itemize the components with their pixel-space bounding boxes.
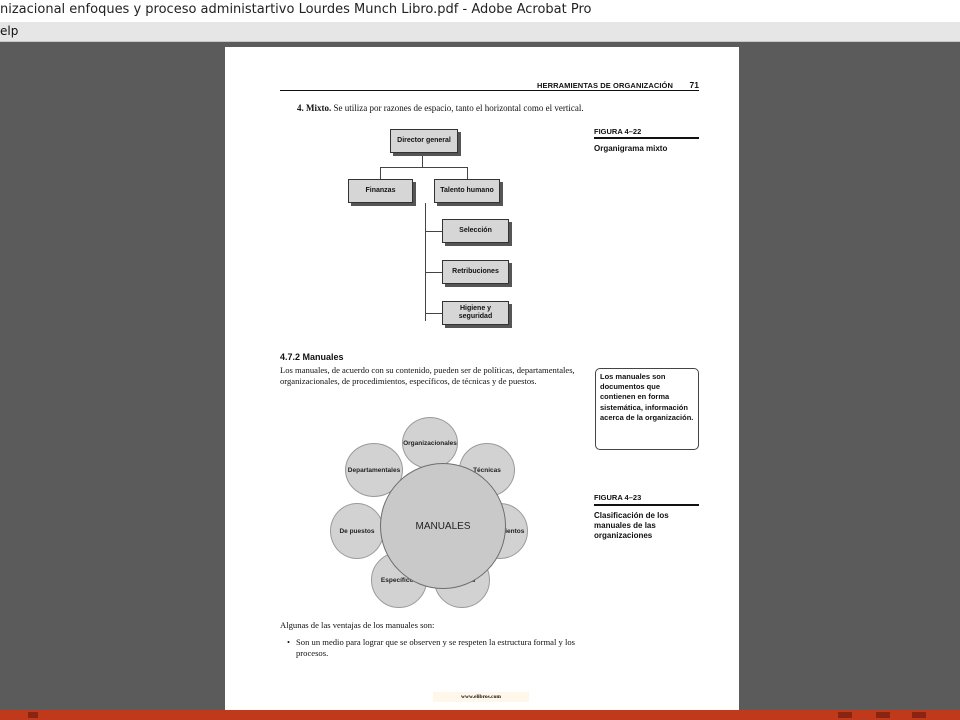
ventajas-intro: Algunas de las ventajas de los manuales …: [280, 620, 435, 630]
page-number: 71: [689, 80, 699, 90]
running-head: HERRAMIENTAS DE ORGANIZACIÓN 71: [280, 80, 699, 91]
taskbar-icon[interactable]: [28, 712, 38, 718]
org-box-higiene: Higiene y seguridad: [442, 301, 509, 325]
pdf-page: HERRAMIENTAS DE ORGANIZACIÓN 71 4. Mixto…: [225, 47, 739, 710]
window-title: nizacional enfoques y proceso administar…: [0, 2, 592, 17]
running-head-title: HERRAMIENTAS DE ORGANIZACIÓN: [537, 81, 673, 90]
sidenote-box: Los manuales son documentos que contiene…: [595, 368, 699, 450]
connector-line: [425, 272, 442, 273]
org-box-director: Director general: [390, 129, 458, 153]
manuales-center: MANUALES: [380, 463, 506, 589]
menu-bar: elp: [0, 22, 960, 42]
mixto-text: Se utiliza por razones de espacio, tanto…: [331, 103, 584, 113]
taskbar: [0, 710, 960, 720]
taskbar-icon[interactable]: [912, 712, 926, 718]
window-title-bar: nizacional enfoques y proceso administar…: [0, 0, 960, 22]
figure-rule: [594, 137, 699, 139]
bullet-item: • Son un medio para lograr que se observ…: [287, 637, 596, 659]
figure-label: FIGURA 4–22: [594, 127, 642, 136]
figure-title: Organigrama mixto: [594, 144, 668, 153]
connector-line: [425, 231, 442, 232]
connector-line: [425, 203, 426, 321]
connector-line: [425, 313, 442, 314]
circle-de-puestos: De puestos: [330, 503, 384, 559]
bullet-text: Son un medio para lograr que se observen…: [296, 637, 575, 658]
connector-line: [380, 167, 467, 168]
org-box-seleccion: Selección: [442, 219, 509, 243]
connector-line: [380, 167, 381, 179]
section-heading: 4.7.2 Manuales: [280, 352, 344, 362]
footer-url: www.elibros.com: [433, 692, 529, 702]
org-box-talento: Talento humano: [434, 179, 500, 203]
connector-line: [422, 153, 423, 167]
mixto-paragraph: 4. Mixto. Se utiliza por razones de espa…: [297, 103, 584, 113]
figure-rule: [594, 504, 699, 506]
figure-title: Clasificación de los manuales de las org…: [594, 511, 669, 540]
taskbar-icon[interactable]: [876, 712, 890, 718]
manuales-center-label: MANUALES: [415, 520, 471, 532]
org-box-finanzas: Finanzas: [348, 179, 413, 203]
org-box-retribuciones: Retribuciones: [442, 260, 509, 284]
taskbar-icon[interactable]: [838, 712, 852, 718]
menu-help[interactable]: elp: [0, 24, 19, 38]
section-paragraph: Los manuales, de acuerdo con su contenid…: [280, 365, 575, 386]
mixto-label: 4. Mixto.: [297, 103, 332, 113]
connector-line: [467, 167, 468, 179]
circle-organizacionales: Organizacionales: [402, 417, 458, 469]
figure-label: FIGURA 4–23: [594, 493, 642, 502]
bullet-icon: •: [287, 637, 291, 647]
